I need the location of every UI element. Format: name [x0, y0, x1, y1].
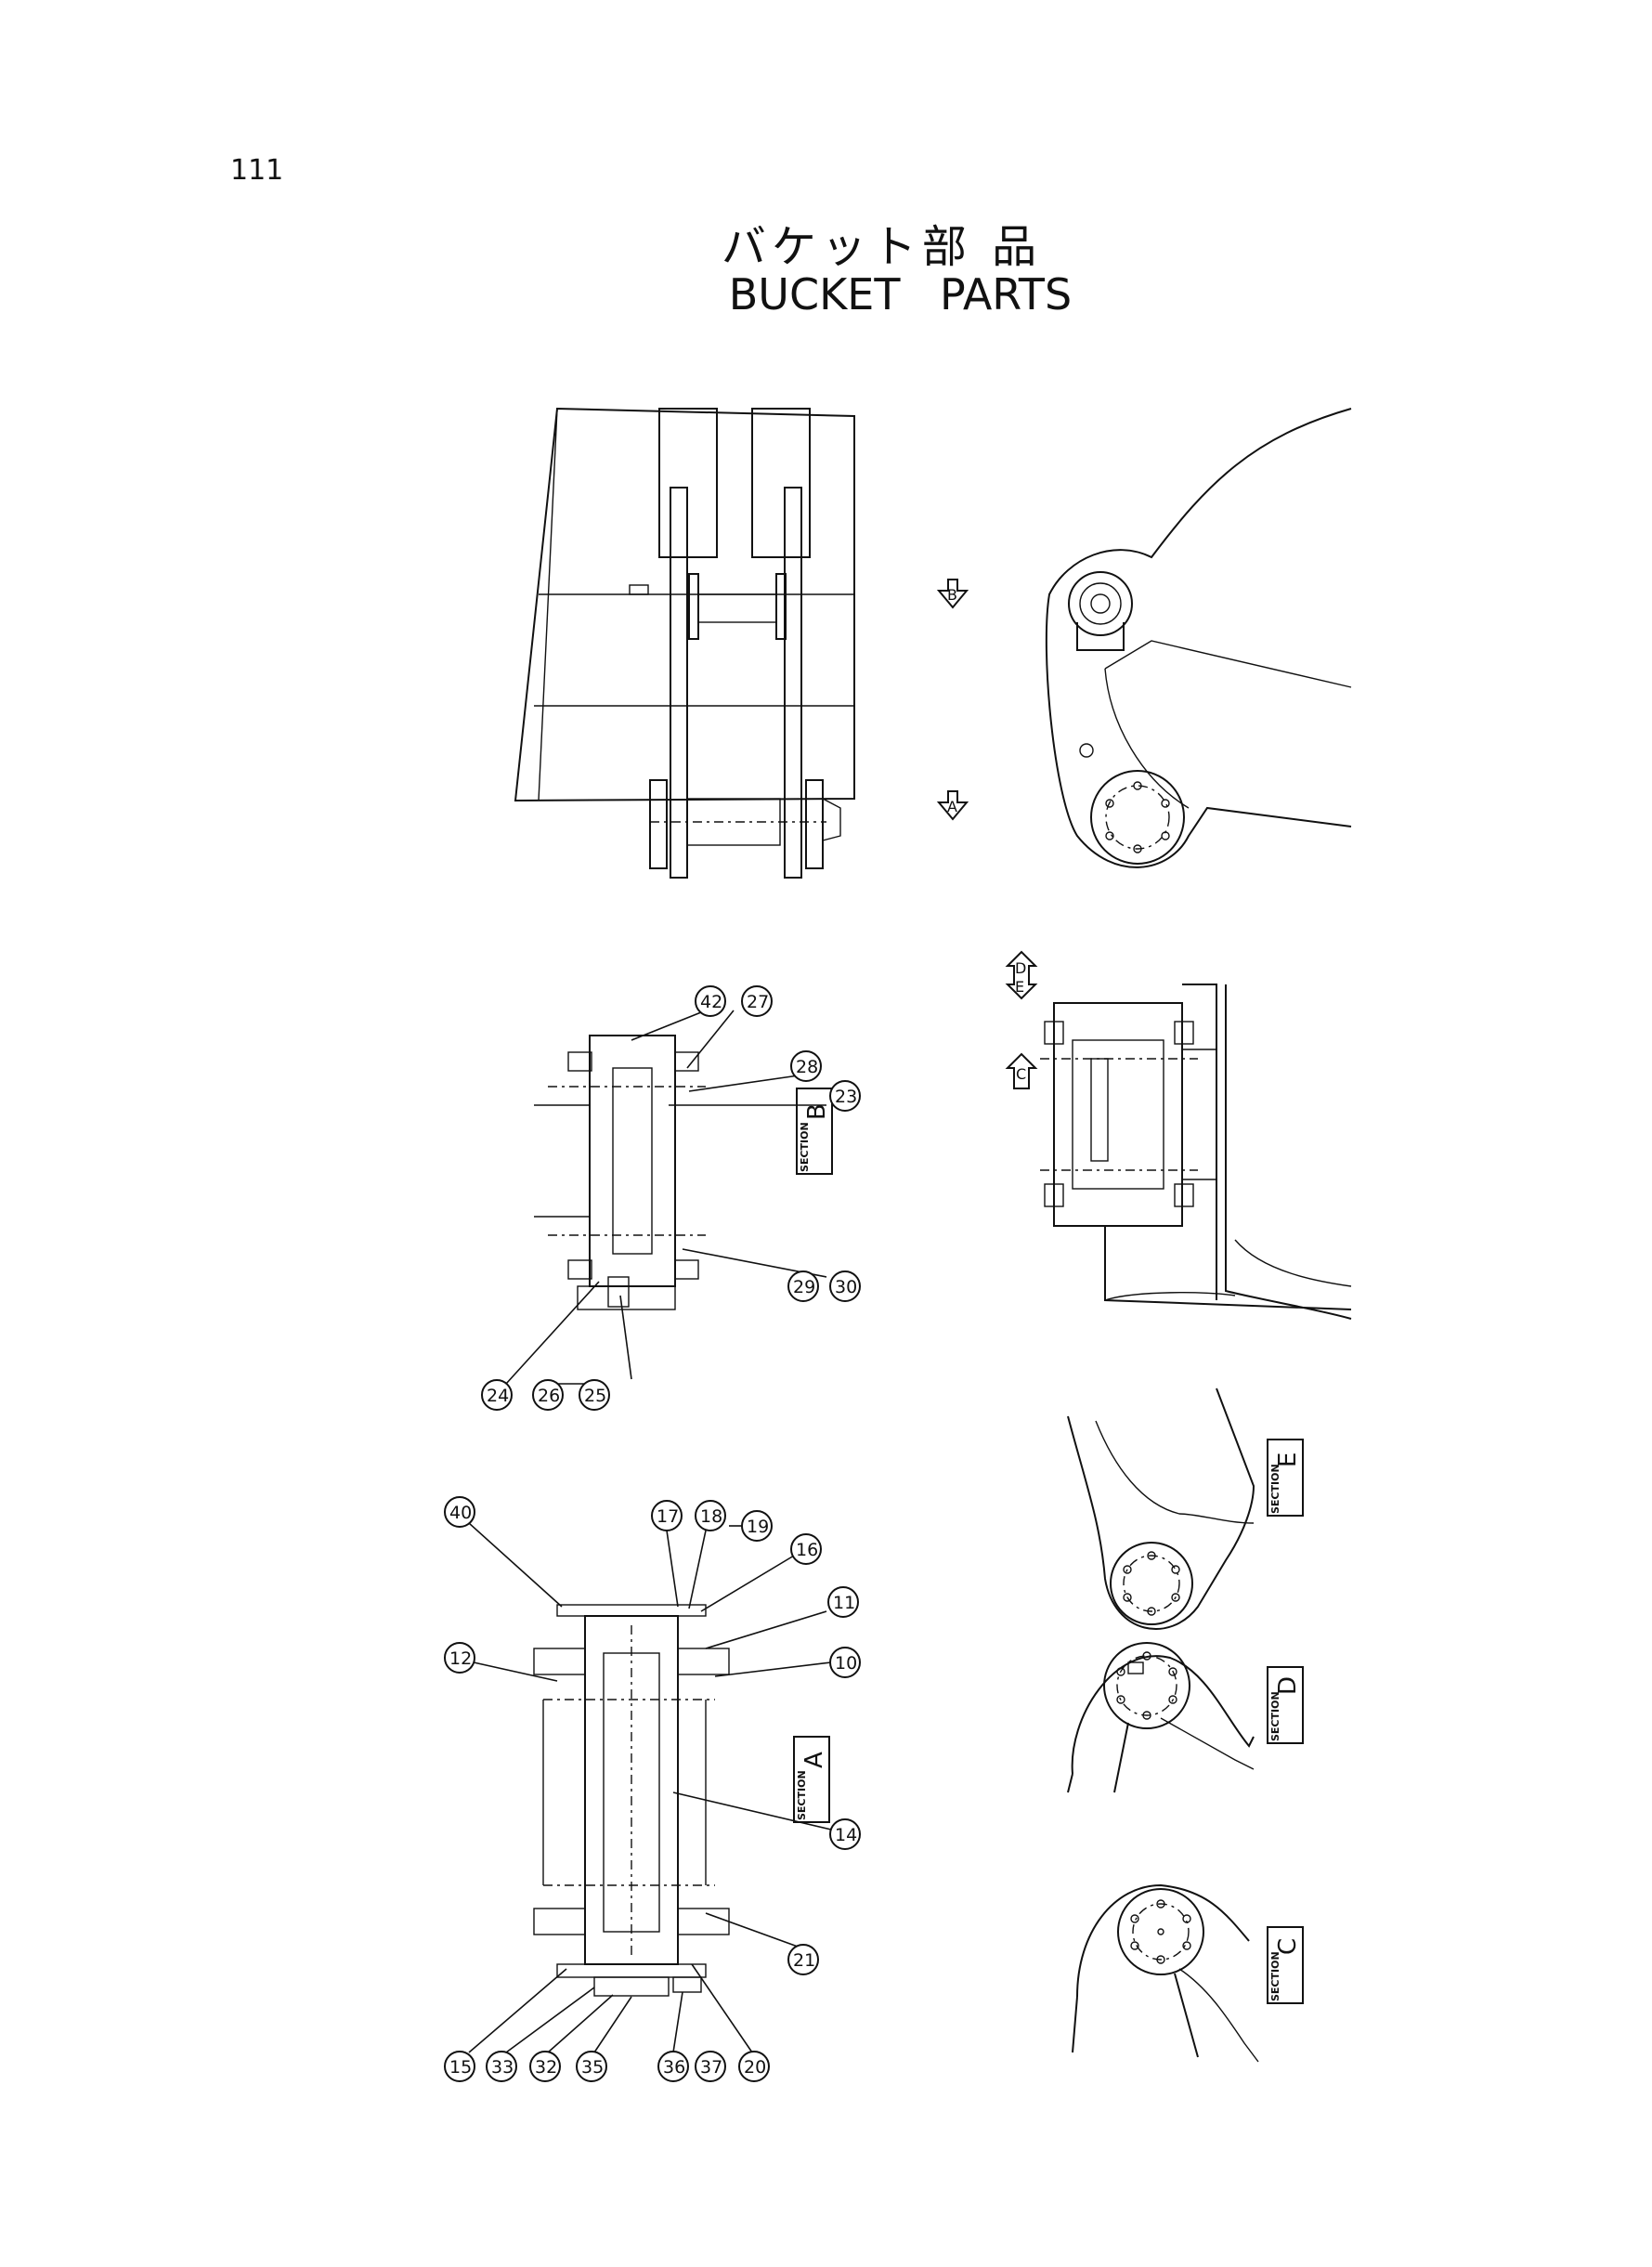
callout-19: 19 — [741, 1510, 773, 1542]
bucket-side-view — [1045, 408, 1352, 868]
callout-27: 27 — [741, 985, 773, 1017]
view-arrow-c: C — [1005, 1052, 1038, 1089]
svg-text:28: 28 — [796, 1057, 818, 1077]
callout-42: 42 — [695, 985, 726, 1017]
bucket-rear-view — [514, 407, 855, 879]
svg-text:21: 21 — [793, 1950, 815, 1971]
svg-text:37: 37 — [700, 2057, 722, 2078]
svg-text:C: C — [1274, 1938, 1302, 1955]
svg-text:SECTION: SECTION — [799, 1122, 811, 1172]
svg-text:18: 18 — [700, 1506, 722, 1527]
callout-12: 12 — [444, 1642, 475, 1674]
callout-32: 32 — [529, 2051, 561, 2082]
callout-33: 33 — [486, 2051, 517, 2082]
callout-15: 15 — [444, 2051, 475, 2082]
callout-18: 18 — [695, 1500, 726, 1531]
svg-text:16: 16 — [796, 1540, 818, 1560]
svg-text:10: 10 — [835, 1653, 857, 1674]
svg-text:17: 17 — [657, 1506, 679, 1527]
callout-35: 35 — [576, 2051, 607, 2082]
section-e-view — [1067, 1388, 1255, 1630]
callouts-section-a — [468, 1522, 832, 2053]
svg-text:20: 20 — [744, 2057, 766, 2078]
callout-21: 21 — [787, 1944, 819, 1975]
callout-29: 29 — [787, 1270, 819, 1302]
svg-text:A: A — [947, 798, 957, 815]
view-arrows-d-e: D E — [1005, 950, 1038, 1000]
svg-text:B: B — [803, 1103, 831, 1120]
callout-37: 37 — [695, 2051, 726, 2082]
callout-16: 16 — [790, 1533, 822, 1565]
svg-text:SECTION: SECTION — [1269, 1691, 1281, 1741]
svg-text:32: 32 — [535, 2057, 557, 2078]
svg-text:26: 26 — [538, 1386, 560, 1406]
callout-23: 23 — [829, 1080, 861, 1112]
svg-text:12: 12 — [449, 1648, 472, 1669]
title-english: BUCKET PARTS — [728, 269, 1073, 319]
svg-text:D: D — [1274, 1676, 1302, 1695]
svg-text:E: E — [1274, 1453, 1302, 1467]
svg-text:30: 30 — [835, 1277, 857, 1297]
svg-text:D: D — [1015, 959, 1026, 977]
callout-11: 11 — [827, 1586, 859, 1618]
svg-text:SECTION: SECTION — [1269, 1464, 1281, 1514]
callout-25: 25 — [579, 1379, 610, 1411]
section-a-view — [533, 1604, 730, 1997]
section-c-label: SECTION C — [1267, 1926, 1304, 2004]
page-number: 111 — [230, 154, 284, 187]
svg-text:23: 23 — [835, 1087, 857, 1107]
svg-text:25: 25 — [584, 1386, 606, 1406]
title-japanese: バケット部 品 — [721, 221, 1043, 273]
callout-28: 28 — [790, 1050, 822, 1082]
svg-text:33: 33 — [491, 2057, 514, 2078]
section-c-view — [1072, 1883, 1259, 2063]
section-d-view — [1067, 1642, 1255, 1793]
svg-text:36: 36 — [663, 2057, 685, 2078]
svg-text:19: 19 — [747, 1517, 769, 1537]
svg-text:40: 40 — [449, 1503, 472, 1523]
svg-text:C: C — [1016, 1065, 1026, 1083]
section-b-view — [534, 1035, 706, 1310]
view-arrow-a: A — [936, 790, 969, 821]
callout-20: 20 — [738, 2051, 770, 2082]
svg-text:SECTION: SECTION — [796, 1770, 808, 1820]
callout-14: 14 — [829, 1818, 861, 1850]
callout-10: 10 — [829, 1647, 861, 1678]
svg-text:14: 14 — [835, 1825, 857, 1845]
callout-26: 26 — [532, 1379, 564, 1411]
svg-text:27: 27 — [747, 992, 769, 1012]
svg-text:42: 42 — [700, 992, 722, 1012]
svg-text:35: 35 — [581, 2057, 604, 2078]
svg-text:E: E — [1015, 978, 1024, 996]
svg-text:15: 15 — [449, 2057, 472, 2078]
callout-17: 17 — [651, 1500, 683, 1531]
svg-text:29: 29 — [793, 1277, 815, 1297]
callout-40: 40 — [444, 1496, 475, 1528]
section-a-label: SECTION A — [793, 1736, 830, 1823]
callout-30: 30 — [829, 1270, 861, 1302]
section-d-label: SECTION D — [1267, 1666, 1304, 1744]
svg-text:B: B — [947, 586, 957, 604]
svg-text:SECTION: SECTION — [1269, 1951, 1281, 2001]
view-arrow-b: B — [936, 579, 969, 609]
bucket-rear-detail-view — [1040, 984, 1352, 1320]
callout-36: 36 — [657, 2051, 689, 2082]
svg-text:24: 24 — [487, 1386, 509, 1406]
callouts-section-b — [505, 1010, 827, 1385]
section-e-label: SECTION E — [1267, 1439, 1304, 1517]
callout-24: 24 — [481, 1379, 513, 1411]
svg-text:A: A — [800, 1752, 828, 1768]
svg-text:11: 11 — [833, 1593, 855, 1613]
section-b-label: SECTION B — [796, 1088, 833, 1175]
